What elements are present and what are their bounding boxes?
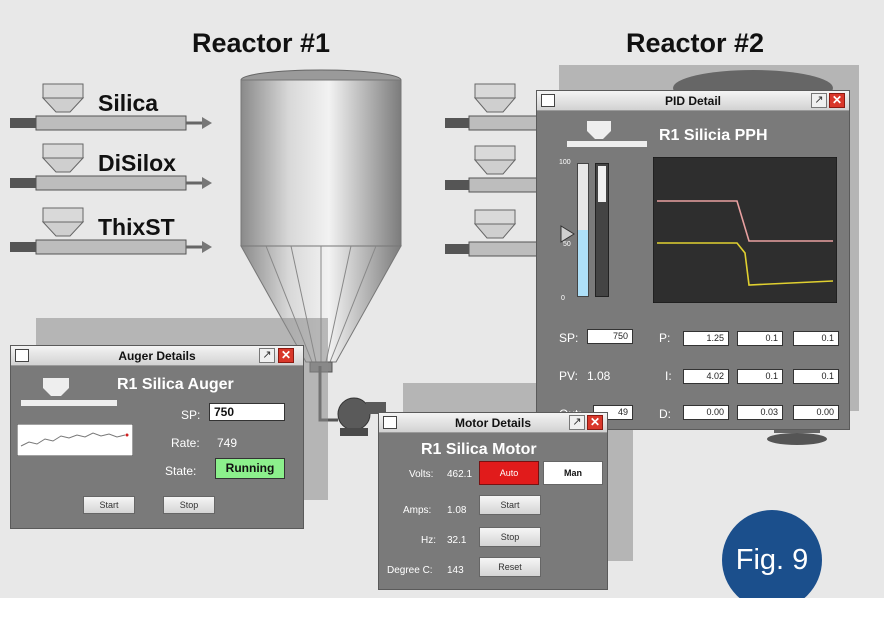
setpoint-pointer-icon[interactable]	[559, 225, 575, 243]
hz-label: Hz:	[421, 535, 436, 546]
reset-button[interactable]: Reset	[479, 557, 541, 577]
system-menu-icon[interactable]	[15, 349, 29, 362]
feeder-icon	[21, 378, 117, 406]
state-indicator: Running	[215, 458, 285, 479]
dialog-heading: R1 Silicia PPH	[659, 127, 768, 144]
popout-icon[interactable]: ↗	[259, 348, 275, 363]
feeder-silica[interactable]: Silica	[10, 82, 215, 134]
start-button[interactable]: Start	[83, 496, 135, 514]
rate-label: Rate:	[171, 436, 200, 450]
feeder-label: ThixST	[98, 214, 175, 240]
p-field-3[interactable]: 0.1	[793, 331, 839, 346]
pid-detail-dialog[interactable]: PID Detail ↗ ✕ R1 Silicia PPH 100 50 0	[536, 90, 850, 430]
pv-value: 1.08	[587, 369, 611, 383]
stop-button[interactable]: Stop	[479, 527, 541, 547]
d-label: D:	[659, 407, 671, 421]
stop-button[interactable]: Stop	[163, 496, 215, 514]
start-button[interactable]: Start	[479, 495, 541, 515]
system-menu-icon[interactable]	[383, 416, 397, 429]
p-field-1[interactable]: 1.25	[683, 331, 729, 346]
sp-field[interactable]: 750	[209, 403, 285, 421]
i-label: I:	[665, 369, 672, 383]
i-field-1[interactable]: 4.02	[683, 369, 729, 384]
feeder-disilox[interactable]: DiSilox	[10, 142, 215, 194]
figure-badge: Fig. 9	[722, 510, 822, 598]
sp-label: SP:	[559, 331, 579, 345]
feeder-label: DiSilox	[98, 150, 176, 176]
hopper-icon	[10, 207, 212, 255]
output-bar	[595, 163, 609, 297]
reactor-1-title: Reactor #1	[192, 28, 331, 58]
auger-details-dialog[interactable]: Auger Details ↗ ✕ R1 Silica Auger SP: 75…	[10, 345, 304, 529]
scale-bottom: 0	[561, 295, 565, 302]
popout-icon[interactable]: ↗	[569, 415, 585, 430]
volts-value: 462.1	[447, 469, 473, 480]
feeder-icon	[567, 121, 647, 147]
degree-c-label: Degree C:	[387, 565, 433, 576]
rate-value: 749	[217, 436, 238, 450]
dialog-heading: R1 Silica Motor	[421, 441, 537, 458]
p-label: P:	[659, 331, 671, 345]
dialog-titlebar[interactable]: Motor Details ↗ ✕	[379, 413, 607, 433]
reactor-1-vessel	[240, 69, 402, 373]
dialog-title: Auger Details	[118, 349, 196, 363]
dialog-heading: R1 Silica Auger	[117, 376, 234, 393]
amps-label: Amps:	[403, 505, 432, 516]
reactor-2-title: Reactor #2	[626, 28, 765, 58]
scale-top: 100	[559, 159, 571, 166]
i-field-2[interactable]: 0.1	[737, 369, 783, 384]
motor-details-dialog[interactable]: Motor Details ↗ ✕ R1 Silica Motor Volts:…	[378, 412, 608, 590]
system-menu-icon[interactable]	[541, 94, 555, 107]
manual-button[interactable]: Man	[543, 461, 603, 485]
pv-label: PV:	[559, 369, 578, 383]
d-field-2[interactable]: 0.03	[737, 405, 783, 420]
d-field-3[interactable]: 0.00	[793, 405, 839, 420]
p-field-2[interactable]: 0.1	[737, 331, 783, 346]
i-field-3[interactable]: 0.1	[793, 369, 839, 384]
state-label: State:	[165, 464, 197, 478]
feeder-thixst[interactable]: ThixST	[10, 206, 215, 258]
dialog-title: Motor Details	[454, 416, 531, 430]
degree-c-value: 143	[447, 565, 464, 576]
hz-value: 32.1	[447, 535, 467, 546]
reactor-2-feeders	[445, 83, 555, 257]
popout-icon[interactable]: ↗	[811, 93, 827, 108]
amps-value: 1.08	[447, 505, 467, 516]
auto-button[interactable]: Auto	[479, 461, 539, 485]
sp-field[interactable]: 750	[587, 329, 633, 344]
volts-label: Volts:	[409, 469, 434, 480]
close-icon[interactable]: ✕	[587, 415, 603, 430]
hopper-icon	[10, 143, 212, 191]
dialog-titlebar[interactable]: PID Detail ↗ ✕	[537, 91, 849, 111]
hopper-icon	[10, 83, 212, 131]
dialog-title: PID Detail	[664, 94, 721, 108]
d-field-1[interactable]: 0.00	[683, 405, 729, 420]
dialog-titlebar[interactable]: Auger Details ↗ ✕	[11, 346, 303, 366]
level-bar-fill	[578, 230, 588, 296]
scale-mid: 50	[563, 241, 571, 248]
sp-label: SP:	[181, 408, 201, 422]
auger-trend-chart	[17, 424, 133, 456]
page-margin	[0, 598, 884, 622]
close-icon[interactable]: ✕	[829, 93, 845, 108]
pid-trend-chart	[653, 157, 837, 303]
feeder-label: Silica	[98, 90, 159, 116]
close-icon[interactable]: ✕	[278, 348, 294, 363]
level-bar	[577, 163, 589, 297]
hmi-screen: Reactor #1 Reactor #2 Silica DiSilox	[0, 0, 884, 598]
